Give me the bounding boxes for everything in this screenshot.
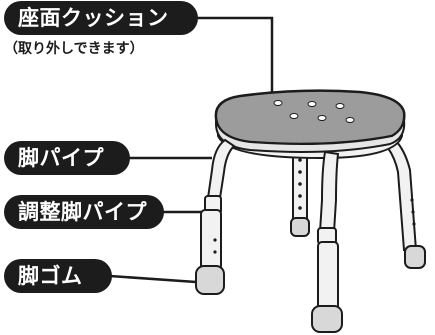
front-left-leg [195, 138, 236, 295]
leader-line-seat-cushion [196, 16, 274, 100]
label-leg-rubber: 脚ゴム [4, 259, 112, 293]
cushion-drain-holes [273, 100, 355, 123]
label-seat-cushion: 座面クッション [4, 1, 198, 35]
label-seat-cushion-note: （取り外しできます） [4, 41, 144, 57]
seat-cushion-edge [215, 111, 406, 153]
label-leg-pipe: 脚パイプ [4, 141, 130, 175]
leader-lines [109, 16, 274, 284]
leader-line-leg-rubber [109, 274, 197, 284]
label-adjust-leg-pipe: 調整脚パイプ [4, 195, 164, 229]
seat-cushion [214, 89, 406, 146]
back-right-leg [386, 138, 426, 269]
back-left-leg [290, 139, 310, 237]
front-right-leg [311, 150, 343, 333]
